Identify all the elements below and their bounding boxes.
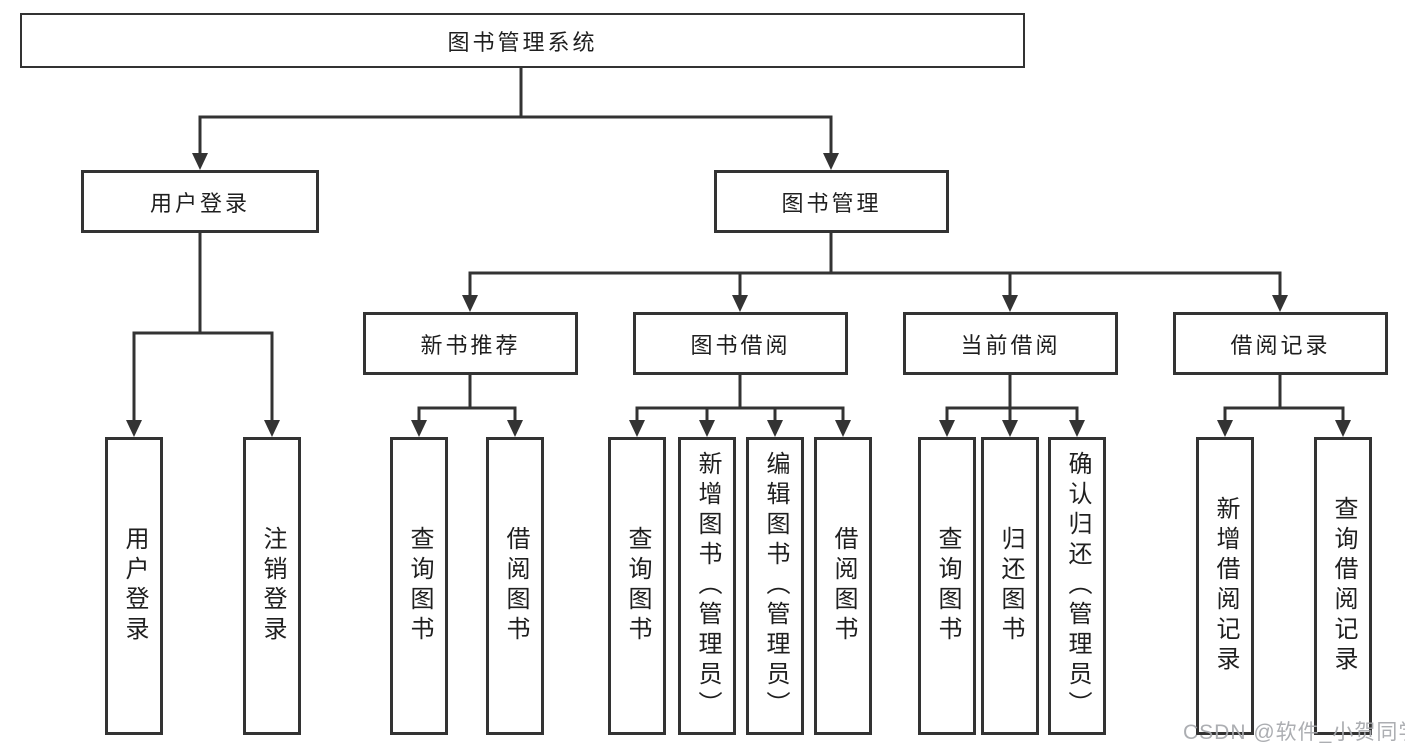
node-book-borrowing-label: 图书借阅 bbox=[690, 332, 791, 358]
leaf-user-login-label: 用户登录 bbox=[121, 526, 148, 646]
leaf-borrow-add-books: 新增图书（管理员） bbox=[678, 437, 736, 735]
node-user-login-label: 用户登录 bbox=[149, 190, 250, 216]
node-current-borrowing: 当前借阅 bbox=[903, 312, 1118, 375]
node-book-borrowing: 图书借阅 bbox=[633, 312, 848, 375]
node-root: 图书管理系统 bbox=[20, 13, 1025, 68]
leaf-records-add-record: 新增借阅记录 bbox=[1196, 437, 1254, 735]
node-new-book-recommend: 新书推荐 bbox=[363, 312, 578, 375]
leaf-recommend-borrow-books: 借阅图书 bbox=[486, 437, 544, 735]
leaf-borrow-edit-books-label: 编辑图书（管理员） bbox=[762, 451, 789, 721]
leaf-current-return-books-label: 归还图书 bbox=[997, 526, 1024, 646]
leaf-logout: 注销登录 bbox=[243, 437, 301, 735]
leaf-borrow-borrow-books-label: 借阅图书 bbox=[830, 526, 857, 646]
leaf-recommend-query-books-label: 查询图书 bbox=[406, 526, 433, 646]
leaf-recommend-query-books: 查询图书 bbox=[390, 437, 448, 735]
node-new-book-recommend-label: 新书推荐 bbox=[420, 332, 521, 358]
leaf-borrow-add-books-label: 新增图书（管理员） bbox=[694, 451, 721, 721]
watermark: CSDN @软件_小贺同学 bbox=[1183, 721, 1405, 744]
leaf-borrow-query-books: 查询图书 bbox=[608, 437, 666, 735]
leaf-records-add-record-label: 新增借阅记录 bbox=[1212, 496, 1239, 676]
leaf-current-confirm-return: 确认归还（管理员） bbox=[1048, 437, 1106, 735]
leaf-borrow-query-books-label: 查询图书 bbox=[624, 526, 651, 646]
leaf-borrow-borrow-books: 借阅图书 bbox=[814, 437, 872, 735]
leaf-recommend-borrow-books-label: 借阅图书 bbox=[502, 526, 529, 646]
leaf-current-query-books: 查询图书 bbox=[918, 437, 976, 735]
leaf-records-query-record-label: 查询借阅记录 bbox=[1330, 496, 1357, 676]
leaf-records-query-record: 查询借阅记录 bbox=[1314, 437, 1372, 735]
node-root-label: 图书管理系统 bbox=[447, 29, 598, 55]
leaf-current-confirm-return-label: 确认归还（管理员） bbox=[1064, 451, 1091, 721]
node-borrowing-records-label: 借阅记录 bbox=[1230, 332, 1331, 358]
node-book-management-label: 图书管理 bbox=[781, 190, 882, 216]
leaf-current-query-books-label: 查询图书 bbox=[934, 526, 961, 646]
node-user-login: 用户登录 bbox=[81, 170, 319, 233]
leaf-logout-label: 注销登录 bbox=[259, 526, 286, 646]
leaf-user-login: 用户登录 bbox=[105, 437, 163, 735]
leaf-current-return-books: 归还图书 bbox=[981, 437, 1039, 735]
node-borrowing-records: 借阅记录 bbox=[1173, 312, 1388, 375]
leaf-borrow-edit-books: 编辑图书（管理员） bbox=[746, 437, 804, 735]
node-current-borrowing-label: 当前借阅 bbox=[960, 332, 1061, 358]
node-book-management: 图书管理 bbox=[714, 170, 949, 233]
